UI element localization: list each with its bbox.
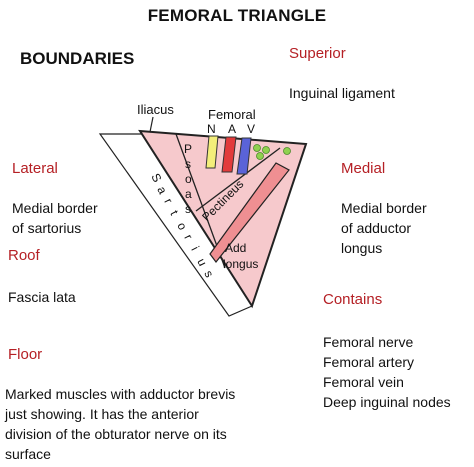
iliacus-pointer: [149, 116, 154, 133]
femoral-nerve: [205, 135, 219, 169]
femoral-artery: [221, 136, 237, 173]
floor-heading: Floor: [8, 346, 43, 363]
superior-text: Inguinal ligament: [289, 85, 395, 101]
floor-line: surface: [5, 446, 51, 462]
lymph-node: [253, 144, 261, 152]
psoas-letter: s: [185, 202, 191, 216]
subtitle-boundaries: BOUNDARIES: [20, 49, 135, 68]
medial-text: Medial border of adductor longus: [341, 198, 427, 258]
contains-item: Femoral vein: [323, 374, 404, 390]
sartorius-letter: t: [167, 208, 181, 218]
contains-list: Femoral nerve Femoral artery Femoral vei…: [323, 332, 451, 412]
floor-text: Marked muscles with adductor brevis just…: [5, 384, 235, 464]
nav-label-n: N: [207, 122, 216, 136]
contains-heading: Contains: [323, 291, 383, 308]
psoas-letter: a: [185, 187, 192, 201]
psoas-letter: o: [185, 172, 192, 186]
medial-heading: Medial: [341, 160, 386, 177]
femoral-label: Femoral: [208, 107, 256, 122]
contains-item: Femoral artery: [323, 354, 415, 370]
floor-line: division of the obturator nerve on its: [5, 426, 227, 442]
medial-line: of adductor: [341, 220, 412, 236]
floor-line: Marked muscles with adductor brevis: [5, 386, 236, 402]
lateral-line: of sartorius: [12, 220, 82, 236]
sartorius-letter: i: [188, 244, 202, 253]
psoas-pectineus-border: [195, 147, 281, 212]
iliacus-label: Iliacus: [137, 102, 174, 117]
medial-line: Medial border: [341, 200, 427, 216]
adductor-brevis-strip: [209, 162, 290, 263]
lateral-text: Medial border of sartorius: [12, 198, 98, 238]
sartorius-letter: r: [181, 232, 195, 242]
nav-label-a: A: [228, 122, 236, 136]
sartorius-letter: s: [201, 268, 216, 280]
triangle-fill: [138, 129, 308, 309]
roof-heading: Roof: [8, 247, 40, 264]
lymph-node: [262, 146, 270, 154]
page-title: FEMORAL TRIANGLE: [147, 6, 327, 25]
superior-heading: Superior: [289, 45, 346, 62]
floor-line: just showing. It has the anterior: [5, 406, 199, 422]
lymph-node: [283, 147, 291, 155]
medial-line: longus: [341, 240, 383, 256]
lateral-line: Medial border: [12, 200, 98, 216]
lymph-node: [256, 152, 264, 160]
sartorius-letter: r: [161, 196, 175, 206]
lateral-heading: Lateral: [12, 160, 58, 177]
psoas-letter: s: [185, 157, 191, 171]
contains-item: Femoral nerve: [323, 334, 414, 350]
contains-item: Deep inguinal nodes: [323, 394, 451, 410]
roof-text: Fascia lata: [8, 289, 76, 305]
femoral-vein: [236, 137, 252, 175]
nav-label-v: V: [247, 122, 255, 136]
psoas-letter: P: [184, 142, 192, 156]
add-longus-label-line1: Add: [225, 241, 246, 255]
add-longus-label-line2: longus: [223, 257, 258, 271]
psoas-label: P s o a s: [184, 142, 192, 216]
